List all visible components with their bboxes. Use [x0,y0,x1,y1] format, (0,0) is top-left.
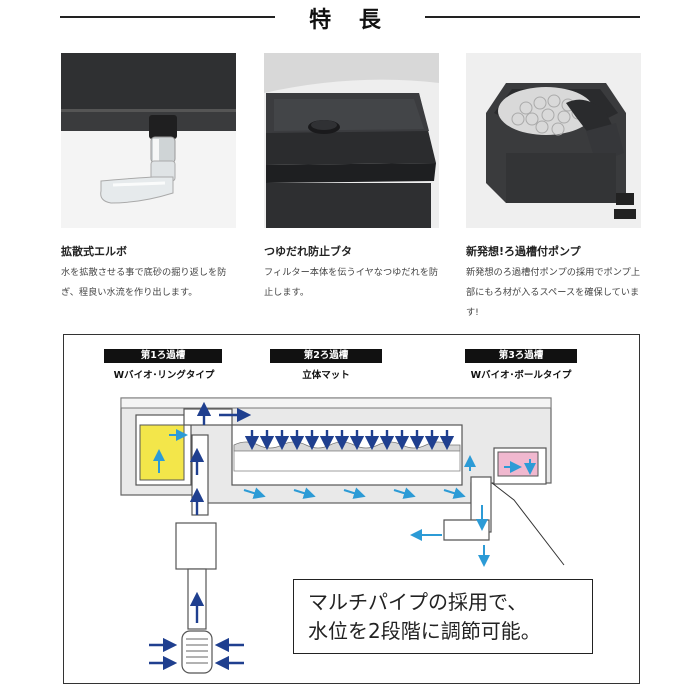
callout-line-2: 水位を2段階に調節可能。 [308,619,541,643]
feature-text-lid: フィルター本体を伝うイヤなつゆだれを防止します。 [264,267,439,298]
stage3-label: 第3ろ過槽 [465,349,577,363]
multi-pipe-callout: マルチパイプの採用で、 水位を2段階に調節可能。 [293,579,593,654]
header-rule-left [60,16,275,18]
diagram-drawing [120,397,565,674]
feature-title-pump: 新発想!ろ過槽付ポンプ [466,245,581,258]
feature-title-lid: つゆだれ防止ブタ [264,245,352,258]
stage1-label: 第1ろ過槽 [104,349,222,363]
feature-text-elbow: 水を拡散させる事で底砂の掘り返しを防ぎ、程良い水流を作り出します。 [61,267,227,298]
callout-line-1: マルチパイプの採用で、 [308,590,528,614]
header-rule-right [425,16,640,18]
feature-text-pump: 新発想のろ過槽付ポンプの採用でポンプ上部にもろ材が入るスペースを確保しています! [466,267,641,318]
lid-photo [264,53,439,228]
stage2-media-label: 立体マット [302,370,350,381]
section-title: 特 長 [309,8,391,33]
stage1-media [139,424,185,481]
stage3-media [497,451,539,477]
feature-title-elbow: 拡散式エルボ [61,245,127,258]
filter-flow-diagram: 第1ろ過槽 Wバイオ･リングタイプ 第2ろ過槽 立体マット 第3ろ過槽 Wバイオ… [63,334,640,684]
stage1-media-label: Wバイオ･リングタイプ [113,370,215,381]
elbow-photo [61,53,236,228]
stage2-label: 第2ろ過槽 [270,349,382,363]
pump-photo [466,53,641,228]
stage3-media-label: Wバイオ･ボールタイプ [470,370,572,381]
